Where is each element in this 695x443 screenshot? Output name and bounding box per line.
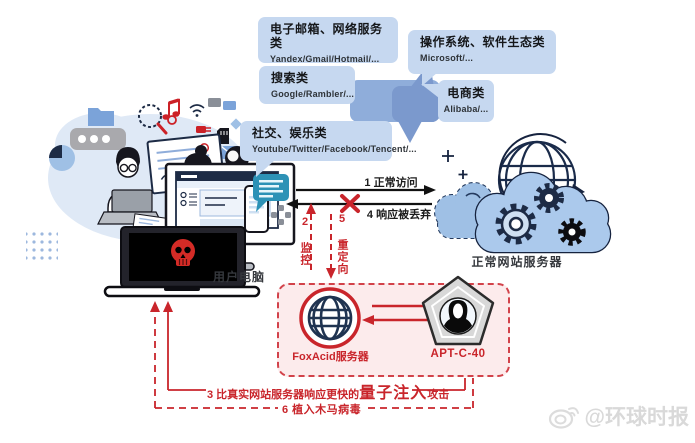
bubble-social-entertainment: 社交、娱乐类 Youtube/Twitter/Facebook/Tencent/…	[240, 121, 417, 161]
bubble-os-software: 操作系统、软件生态类 Microsoft/...	[408, 30, 556, 74]
magnifier-icon	[138, 104, 177, 135]
bubble-examples: Alibaba/...	[443, 103, 489, 114]
step3-emphasis: 量子注入	[359, 385, 428, 402]
step3-suffix: 攻击	[427, 389, 450, 401]
bubble-examples: Microsoft/...	[420, 52, 474, 63]
folder-icon	[88, 108, 114, 126]
bubble-examples: Yandex/Gmail/Hotmail/...	[270, 53, 380, 64]
bubble-title: 电子邮箱、网络服务类	[270, 22, 383, 50]
connector-step6	[150, 301, 474, 409]
bubble-examples: Google/Rambler/...	[271, 88, 355, 99]
normal-server-label: 正常网站服务器	[471, 255, 563, 269]
bubble-email-services: 电子邮箱、网络服务类 Yandex/Gmail/Hotmail/...	[258, 17, 398, 64]
cloud-server-illustration	[434, 133, 612, 254]
step3-prefix: 3 比真实网站服务器响应更快的	[207, 389, 360, 401]
user-computer-label: 用户电脑	[213, 270, 266, 284]
bubble-title: 电商类	[447, 86, 485, 100]
dot-grid	[26, 230, 58, 262]
step6-label: 6 植入木马病毒	[282, 404, 362, 416]
bubble-title: 搜索类	[271, 71, 309, 85]
bubble-search: 搜索类 Google/Rambler/...	[259, 66, 355, 104]
step1-label: 1 正常访问	[364, 177, 418, 189]
foxacid-label: FoxAcid服务器	[292, 351, 369, 363]
bubble-ecommerce: 电商类 Alibaba/...	[438, 80, 494, 122]
watermark-text: @环球时报	[584, 406, 689, 429]
apt-c-40-label: APT-C-40	[430, 348, 486, 360]
wifi-icon	[189, 104, 205, 117]
arrow-step4-left	[286, 194, 432, 213]
speaker-box-icon	[70, 128, 126, 150]
music-note-icon	[162, 98, 180, 120]
step2-label: 2 监控	[299, 216, 311, 266]
sparkle-icons	[442, 150, 468, 179]
gear-icon-black	[558, 218, 586, 246]
skull-icon	[171, 239, 195, 266]
gear-icon-outlined	[495, 203, 537, 245]
bubble-tail	[421, 84, 439, 98]
hacker-figure-icon	[441, 300, 475, 333]
bubble-tail	[422, 72, 438, 86]
arrow-step5-down	[326, 214, 336, 279]
arrow-step1-right	[296, 185, 436, 195]
weibo-logo-icon	[548, 407, 579, 429]
usb-icon	[196, 126, 211, 133]
step5-label: 5 重定向	[336, 213, 348, 275]
bubble-tail	[256, 160, 275, 177]
chat-bubble-icon	[253, 174, 289, 212]
window-cards-icon	[208, 98, 236, 110]
arrow-step2-up	[306, 203, 316, 270]
x-mark-icon	[340, 194, 360, 213]
gear-icon-navy	[534, 183, 564, 213]
bubble-examples: Youtube/Twitter/Facebook/Tencent/...	[252, 143, 417, 154]
gamepad-cross-icon	[271, 205, 291, 225]
foxacid-globe-icon	[299, 287, 361, 349]
pentagon-shield-icon	[421, 275, 495, 346]
watermark: @环球时报	[548, 401, 689, 431]
infected-laptop	[103, 226, 261, 298]
pie-chart-icon	[49, 145, 75, 171]
step3-label: 3 比真实网站服务器响应更快的量子注入攻击	[207, 379, 449, 403]
step4-label: 4 响应被丢弃	[366, 209, 432, 221]
bubble-title: 社交、娱乐类	[252, 126, 328, 140]
connector-step3	[163, 301, 466, 391]
bubble-title: 操作系统、软件生态类	[420, 35, 546, 49]
